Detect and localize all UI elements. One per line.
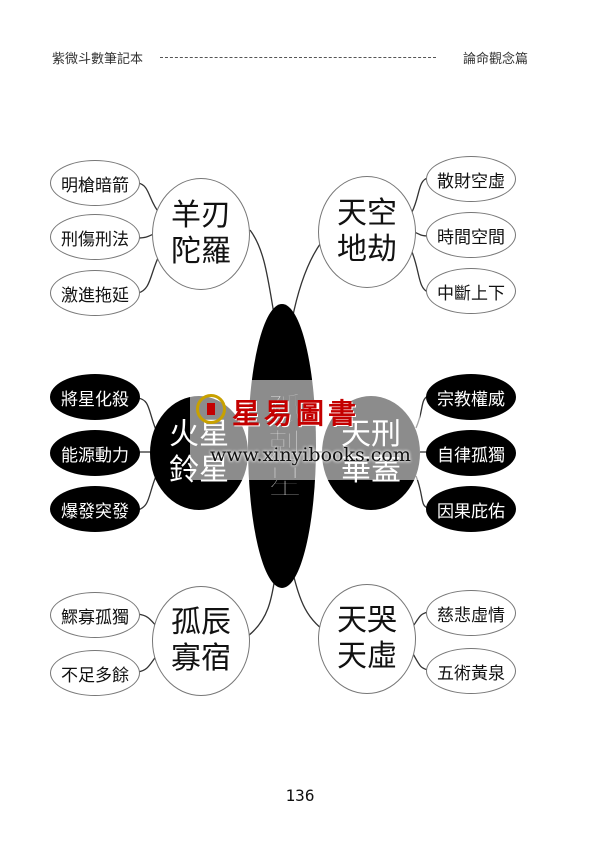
header-rule [160, 57, 436, 58]
group-label-line: 鈴星 [169, 453, 229, 488]
leaf-node: 明槍暗箭 [50, 160, 140, 206]
connector [411, 177, 429, 213]
leaf-node: 慈悲虛情 [426, 590, 516, 636]
leaf-node: 因果庇佑 [426, 486, 516, 532]
group-label-line: 火星 [169, 417, 229, 452]
leaf-node: 能源動力 [50, 430, 140, 476]
leaf-node: 自律孤獨 [426, 430, 516, 476]
leaf-node: 不足多餘 [50, 650, 140, 696]
leaf-node: 爆發突發 [50, 486, 140, 532]
center-label: 孤剋星 [261, 392, 302, 501]
group-node-bot-right: 天哭天虛 [318, 584, 416, 694]
leaf-node: 散財空虛 [426, 156, 516, 202]
group-label-line: 陀羅 [171, 234, 231, 269]
leaf-node: 宗教權威 [426, 374, 516, 420]
group-node-top-right: 天空地劫 [318, 176, 416, 288]
connector [137, 397, 157, 431]
connector [411, 251, 429, 293]
center-node: 孤剋星 [248, 304, 316, 588]
connector [249, 229, 276, 321]
group-label-line: 寡宿 [171, 641, 231, 676]
group-node-bot-left: 孤辰寡宿 [152, 586, 250, 696]
header-right: 論命觀念篇 [462, 52, 528, 67]
leaf-node: 鰥寡孤獨 [50, 592, 140, 638]
group-label-line: 天空 [337, 196, 397, 231]
group-label-line: 地劫 [337, 232, 397, 267]
group-label-line: 羊刃 [171, 198, 231, 233]
leaf-node: 將星化殺 [50, 374, 140, 420]
leaf-node: 刑傷刑法 [50, 214, 140, 260]
group-label-line: 天哭 [337, 603, 397, 638]
leaf-node: 中斷上下 [426, 268, 516, 314]
header-left: 紫微斗數筆記本 [52, 52, 144, 67]
leaf-node: 時間空間 [426, 212, 516, 258]
group-label-line: 孤辰 [171, 605, 231, 640]
connector [137, 475, 157, 511]
leaf-node: 五術黃泉 [426, 648, 516, 694]
group-node-top-left: 羊刃陀羅 [152, 178, 250, 290]
group-label-line: 天虛 [337, 639, 397, 674]
group-node-mid-left: 火星鈴星 [150, 396, 248, 510]
leaf-node: 激進拖延 [50, 270, 140, 316]
group-node-mid-right: 天刑華蓋 [322, 396, 420, 510]
page-number: 136 [285, 786, 315, 805]
group-label-line: 華蓋 [341, 453, 401, 488]
group-label-line: 天刑 [341, 417, 401, 452]
